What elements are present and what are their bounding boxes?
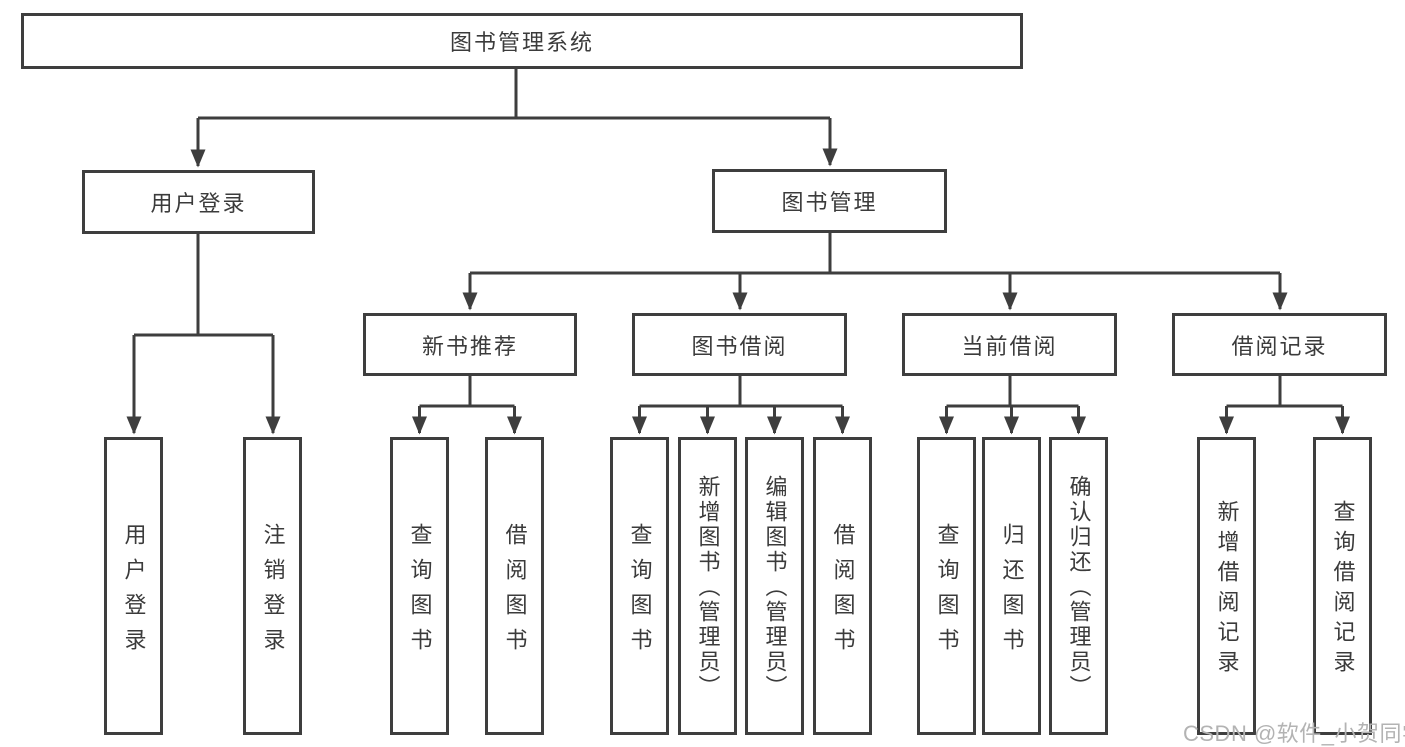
node-new-book-recommend-label: 新书推荐 — [421, 333, 518, 359]
node-leaf-add-borrow-record-label: 新增借阅记录 — [1214, 500, 1240, 680]
node-leaf-borrow-books-label: 借阅图书 — [830, 522, 856, 663]
node-leaf-borrow-books-recommend: 借阅图书 — [485, 437, 544, 735]
node-borrowing-records-label: 借阅记录 — [1231, 333, 1328, 359]
node-root-label: 图书管理系统 — [449, 30, 594, 55]
node-leaf-query-books-recommend-label: 查询图书 — [407, 522, 433, 663]
node-leaf-add-books-admin: 新增图书（管理员） — [678, 437, 737, 735]
node-root: 图书管理系统 — [21, 13, 1023, 69]
csdn-watermark: CSDN @软件_小贺同学 — [1183, 721, 1405, 746]
node-current-borrowing: 当前借阅 — [902, 313, 1117, 376]
node-book-borrowing: 图书借阅 — [632, 313, 847, 376]
node-leaf-add-books-admin-label: 新增图书（管理员） — [695, 475, 721, 700]
node-leaf-user-login: 用户登录 — [104, 437, 163, 735]
node-leaf-borrow-books: 借阅图书 — [813, 437, 872, 735]
node-leaf-query-books-borrow: 查询图书 — [610, 437, 669, 735]
node-leaf-logout-label: 注销登录 — [260, 522, 286, 663]
node-leaf-return-books-label: 归还图书 — [999, 522, 1025, 663]
node-leaf-edit-books-admin-label: 编辑图书（管理员） — [762, 475, 788, 700]
node-borrowing-records: 借阅记录 — [1172, 313, 1387, 376]
node-current-borrowing-label: 当前借阅 — [961, 333, 1058, 359]
node-leaf-edit-books-admin: 编辑图书（管理员） — [745, 437, 804, 735]
node-leaf-return-books: 归还图书 — [982, 437, 1041, 735]
node-leaf-query-books-borrow-label: 查询图书 — [627, 522, 653, 663]
node-book-management-label: 图书管理 — [781, 190, 878, 215]
node-leaf-user-login-label: 用户登录 — [121, 522, 147, 663]
node-leaf-add-borrow-record: 新增借阅记录 — [1197, 437, 1256, 735]
node-leaf-confirm-return-admin: 确认归还（管理员） — [1049, 437, 1108, 735]
node-leaf-query-books-current: 查询图书 — [917, 437, 976, 735]
node-book-management: 图书管理 — [712, 169, 947, 233]
node-leaf-query-books-recommend: 查询图书 — [390, 437, 449, 735]
node-user-login-label: 用户登录 — [150, 191, 247, 216]
node-leaf-confirm-return-admin-label: 确认归还（管理员） — [1066, 475, 1092, 700]
node-book-borrowing-label: 图书借阅 — [691, 333, 788, 359]
node-leaf-query-borrow-record: 查询借阅记录 — [1313, 437, 1372, 735]
node-new-book-recommend: 新书推荐 — [363, 313, 577, 376]
node-user-login: 用户登录 — [82, 170, 315, 234]
node-leaf-logout: 注销登录 — [243, 437, 302, 735]
node-leaf-borrow-books-recommend-label: 借阅图书 — [502, 522, 528, 663]
node-leaf-query-books-current-label: 查询图书 — [934, 522, 960, 663]
node-leaf-query-borrow-record-label: 查询借阅记录 — [1330, 500, 1356, 680]
